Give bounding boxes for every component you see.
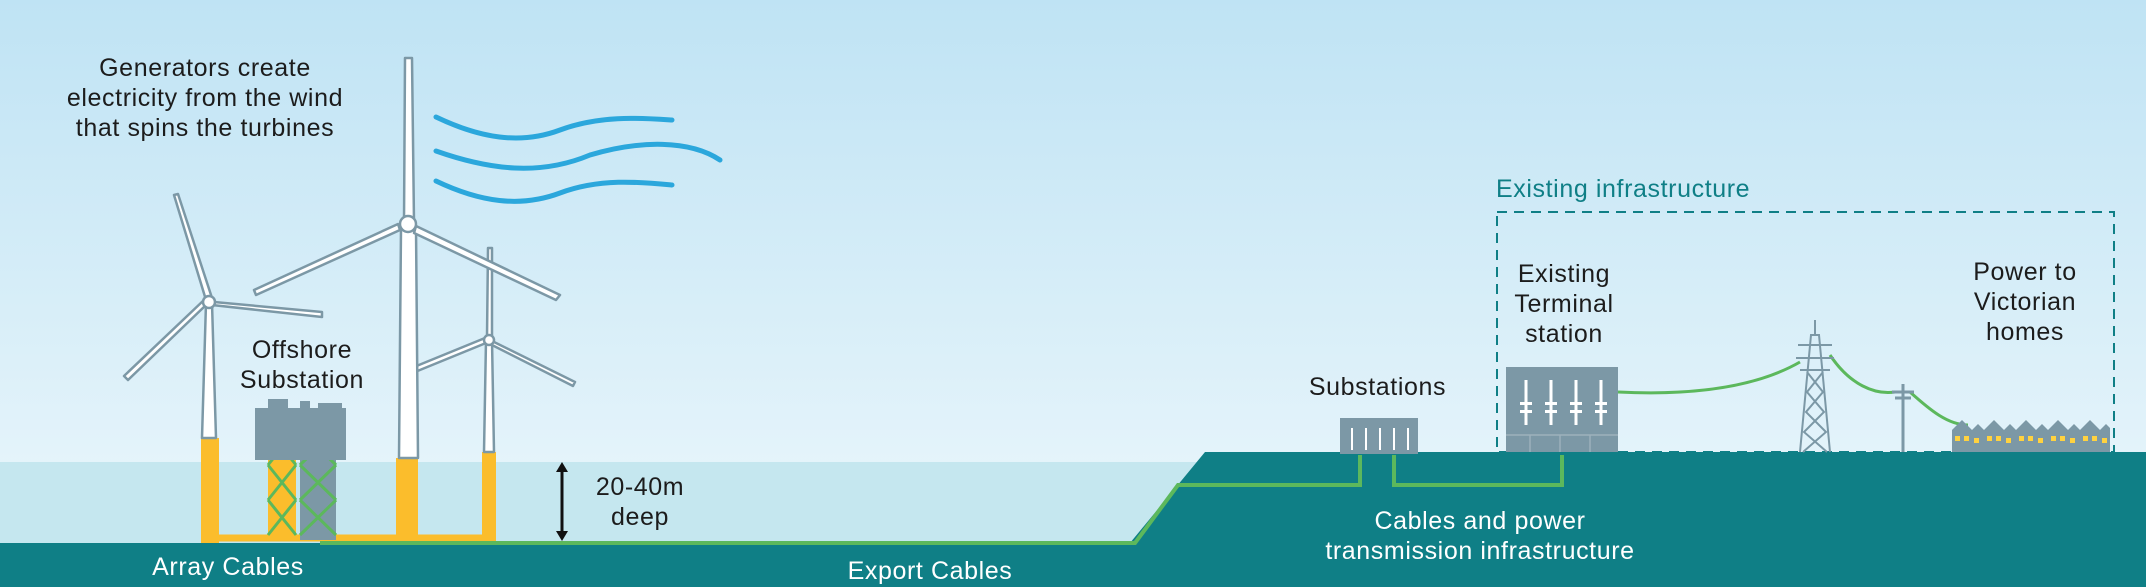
export-cables-label: Export Cables	[847, 557, 1013, 585]
depth-label-line: 20-40m	[595, 473, 685, 501]
substation-icon	[1340, 418, 1418, 454]
power-homes-label-line: Power to	[1973, 258, 2077, 286]
power-homes-label: Power to Victorian homes	[1960, 257, 2090, 347]
depth-label-line: deep	[610, 503, 669, 531]
wind-turbine-icon	[252, 56, 562, 460]
cables-infrastructure-label: Cables and power transmission infrastruc…	[1270, 506, 1690, 566]
power-pole-icon	[1892, 384, 1914, 452]
turbine-foundations	[201, 438, 496, 543]
wind-turbine-icon	[412, 246, 577, 454]
terminal-station-label: Existing Terminal station	[1494, 259, 1634, 349]
offshore-substation-icon	[255, 399, 346, 540]
cables-infrastructure-label-line: Cables and power	[1374, 507, 1586, 535]
cables-infrastructure-label-line: transmission infrastructure	[1325, 537, 1635, 565]
generators-label-line: electricity from the wind	[66, 84, 344, 112]
array-cables-label: Array Cables	[152, 553, 304, 581]
offshore-substation-label-line: Offshore	[251, 336, 353, 364]
power-homes-label-line: homes	[1985, 318, 2065, 346]
transmission-tower-icon	[1796, 320, 1834, 453]
depth-label: 20-40m deep	[575, 472, 705, 532]
houses-icon	[1952, 420, 2110, 452]
export-cable-line	[320, 455, 1564, 545]
existing-infrastructure-label: Existing infrastructure	[1496, 175, 1751, 203]
generators-label-line: Generators create	[99, 54, 311, 82]
wind-gust-icon	[433, 114, 723, 204]
seabed-land	[0, 452, 2146, 587]
power-homes-label-line: Victorian	[1973, 288, 2077, 316]
terminal-station-label-line: Terminal	[1514, 290, 1614, 318]
terminal-station-icon	[1506, 367, 1618, 452]
offshore-substation-label: Offshore Substation	[222, 335, 382, 395]
depth-arrow-icon	[556, 462, 568, 541]
existing-infrastructure-box	[1496, 211, 2115, 453]
wind-turbine-icon	[122, 192, 324, 440]
terminal-station-label-line: Existing	[1517, 260, 1611, 288]
substations-label: Substations	[1308, 373, 1447, 401]
offshore-substation-label-line: Substation	[239, 366, 365, 394]
generators-label-line: that spins the turbines	[75, 114, 335, 142]
generators-label: Generators create electricity from the w…	[20, 53, 390, 143]
terminal-station-label-line: station	[1525, 320, 1603, 348]
